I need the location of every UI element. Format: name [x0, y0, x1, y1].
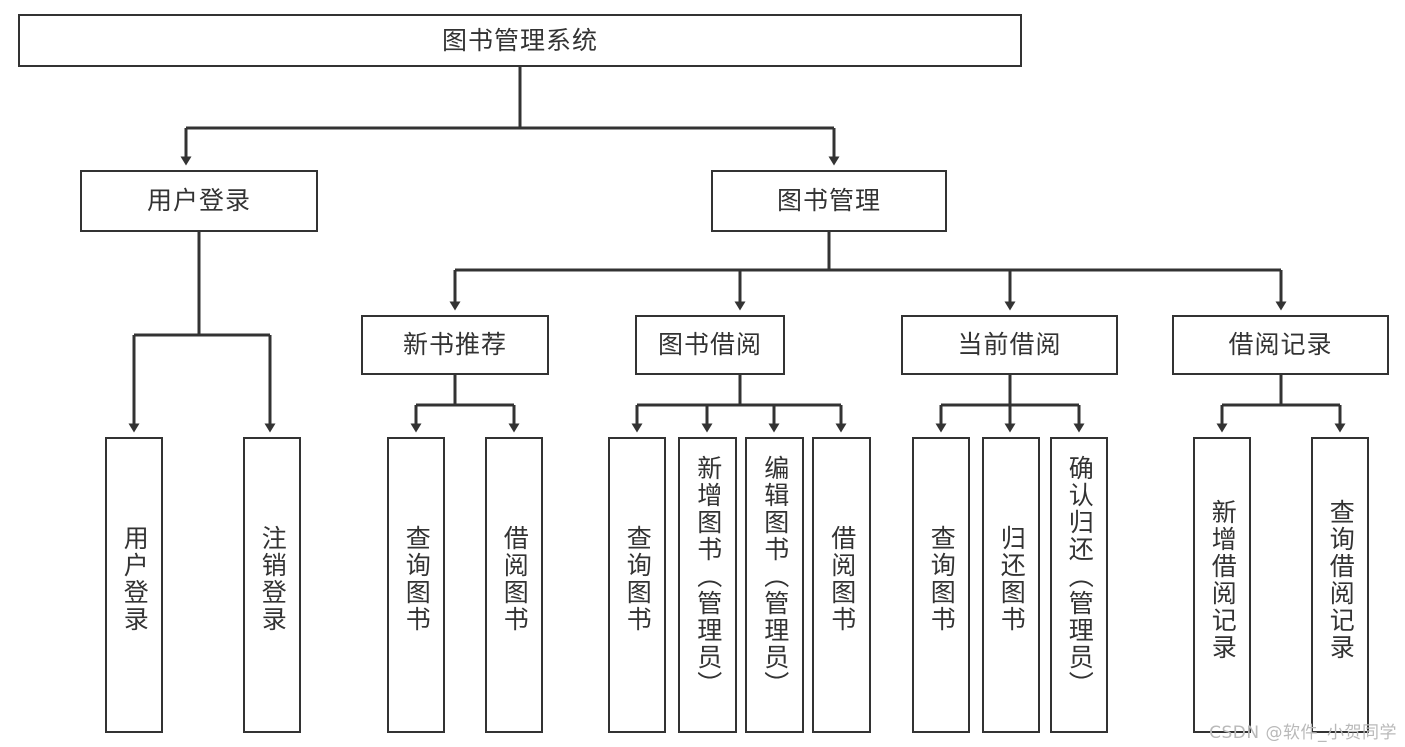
leaf-label: 编辑图书（管理员） — [760, 455, 790, 698]
leaf-edit-book-admin[interactable]: 编辑图书（管理员） — [745, 437, 804, 733]
node-label: 当前借阅 — [957, 330, 1062, 360]
leaf-add-book-admin[interactable]: 新增图书（管理员） — [678, 437, 737, 733]
leaf-label: 查询图书 — [623, 525, 653, 633]
node-book-manage[interactable]: 图书管理 — [711, 170, 947, 232]
leaf-query-book-current[interactable]: 查询图书 — [912, 437, 970, 733]
node-label: 用户登录 — [146, 186, 251, 216]
node-new-book-recommend[interactable]: 新书推荐 — [361, 315, 549, 375]
leaf-label: 借阅图书 — [500, 525, 530, 633]
node-label: 图书管理系统 — [441, 25, 598, 55]
leaf-label: 新增图书（管理员） — [693, 455, 723, 698]
leaf-user-login[interactable]: 用户登录 — [105, 437, 163, 733]
leaf-query-borrow-record[interactable]: 查询借阅记录 — [1311, 437, 1369, 733]
leaf-add-borrow-record[interactable]: 新增借阅记录 — [1193, 437, 1251, 733]
leaf-label: 查询借阅记录 — [1326, 499, 1356, 661]
leaf-label: 用户登录 — [120, 525, 150, 633]
node-label: 借阅记录 — [1228, 330, 1333, 360]
node-label: 图书借阅 — [657, 330, 762, 360]
leaf-confirm-return-admin[interactable]: 确认归还（管理员） — [1050, 437, 1108, 733]
leaf-label: 确认归还（管理员） — [1065, 455, 1095, 698]
leaf-borrow-book-borrow[interactable]: 借阅图书 — [812, 437, 871, 733]
leaf-label: 借阅图书 — [827, 525, 857, 633]
node-user-login[interactable]: 用户登录 — [80, 170, 318, 232]
leaf-return-book[interactable]: 归还图书 — [982, 437, 1040, 733]
leaf-borrow-book-recommend[interactable]: 借阅图书 — [485, 437, 543, 733]
node-book-borrow[interactable]: 图书借阅 — [635, 315, 785, 375]
leaf-logout[interactable]: 注销登录 — [243, 437, 301, 733]
node-root-system[interactable]: 图书管理系统 — [18, 14, 1022, 67]
node-current-borrow[interactable]: 当前借阅 — [901, 315, 1118, 375]
leaf-query-book-borrow[interactable]: 查询图书 — [608, 437, 666, 733]
leaf-label: 查询图书 — [402, 525, 432, 633]
leaf-label: 新增借阅记录 — [1208, 499, 1238, 661]
leaf-query-book-recommend[interactable]: 查询图书 — [387, 437, 445, 733]
leaf-label: 归还图书 — [997, 525, 1027, 633]
leaf-label: 注销登录 — [258, 525, 288, 633]
node-label: 图书管理 — [776, 186, 881, 216]
watermark-text: CSDN @软件_小贺同学 — [1209, 723, 1397, 743]
node-borrow-record[interactable]: 借阅记录 — [1172, 315, 1389, 375]
node-label: 新书推荐 — [402, 330, 507, 360]
leaf-label: 查询图书 — [927, 525, 957, 633]
